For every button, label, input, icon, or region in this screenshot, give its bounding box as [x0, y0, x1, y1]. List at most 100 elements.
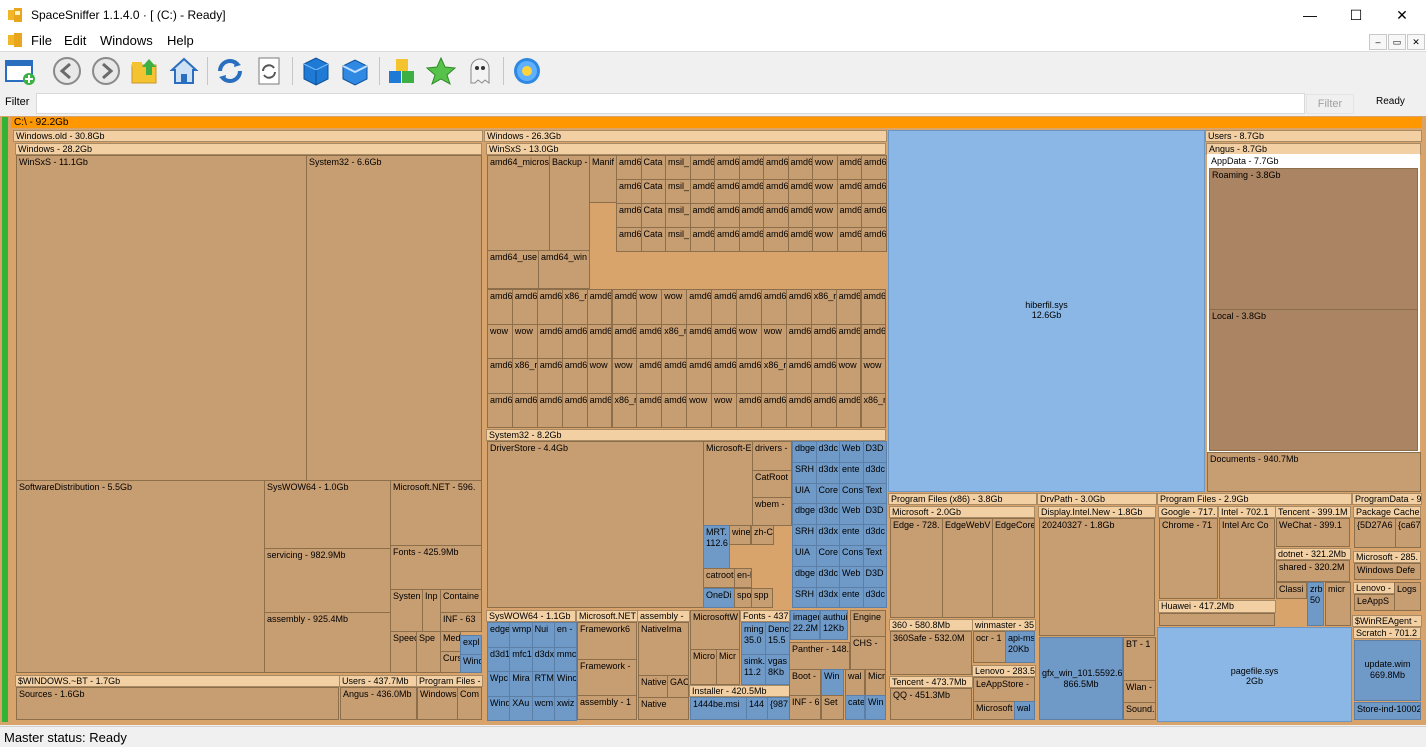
winsxs-component[interactable]: amd6: [536, 323, 563, 359]
winsxs-component[interactable]: Cata: [640, 227, 666, 252]
syswow64-file[interactable]: RTM: [531, 671, 555, 697]
wechat-block[interactable]: WeChat - 399.1: [1276, 518, 1350, 547]
cursors-block[interactable]: Curs: [440, 651, 461, 673]
winsxs-component[interactable]: amd6: [686, 323, 713, 359]
windows-header[interactable]: Windows - 26.3Gb: [484, 130, 887, 142]
pf-common-block[interactable]: Com: [457, 687, 482, 720]
package-guid1-block[interactable]: {5D27A6: [1354, 518, 1396, 548]
system32-file[interactable]: d3dc: [862, 524, 887, 546]
blue-cube-open-icon[interactable]: [339, 55, 371, 87]
winsxs-component[interactable]: amd6: [861, 155, 887, 180]
syswow64-file[interactable]: mmc: [553, 646, 578, 672]
system32-file[interactable]: Text: [862, 545, 887, 567]
winsxs-amd64-user-block[interactable]: amd64_use: [487, 250, 539, 289]
winsxs-component[interactable]: amd6: [611, 323, 638, 359]
roaming-block[interactable]: Roaming - 3.8Gb: [1209, 168, 1418, 310]
system32-old-block[interactable]: System32 - 6.6Gb: [306, 155, 482, 481]
winsxs-component[interactable]: amd6: [738, 227, 764, 252]
winsxs-component[interactable]: amd6: [586, 289, 613, 325]
winsxs-component[interactable]: amd6: [763, 179, 789, 204]
microsoft-pd-header[interactable]: Microsoft - 285.: [1353, 551, 1421, 563]
wbem-block[interactable]: wbem -: [752, 497, 792, 526]
syswow64-old-block[interactable]: SysWOW64 - 1.0Gb: [264, 480, 391, 549]
edgewebview-block[interactable]: EdgeWebV: [942, 518, 993, 618]
winsxs-component[interactable]: amd6: [611, 289, 638, 325]
winsxs-component[interactable]: x86_r: [611, 392, 638, 428]
winsxs-component[interactable]: amd6: [860, 323, 887, 359]
menu-file[interactable]: File: [31, 33, 52, 48]
winsxs-component[interactable]: amd6: [711, 289, 737, 325]
programdata-header[interactable]: ProgramData - 9: [1352, 493, 1422, 505]
system32-file[interactable]: dbge: [792, 441, 817, 463]
edge86-block[interactable]: Edge - 728.: [890, 518, 943, 618]
winsxs-component[interactable]: wow: [586, 358, 613, 394]
syswow64-file[interactable]: XAu: [509, 695, 533, 721]
forward-icon[interactable]: [90, 55, 122, 87]
syswow64-file[interactable]: d3dx: [531, 646, 555, 672]
installer-header[interactable]: Installer - 420.5Mb: [689, 685, 790, 697]
winsxs-component[interactable]: amd6: [711, 323, 737, 359]
system32-file[interactable]: SRH: [792, 586, 817, 609]
inp-folder-block[interactable]: Inp: [422, 589, 441, 632]
winsxs-component[interactable]: wow: [860, 358, 887, 394]
gac-block[interactable]: GAC: [667, 675, 689, 698]
winsxs-component[interactable]: amd6: [616, 155, 642, 180]
winsxs-component[interactable]: amd6: [689, 179, 715, 204]
framework64-block[interactable]: Framework6: [577, 622, 637, 660]
winsxs-component[interactable]: amd6: [810, 323, 837, 359]
winsxs-component[interactable]: amd6: [711, 358, 737, 394]
syswow64-file[interactable]: xwiz: [553, 695, 578, 721]
windows-defender-block[interactable]: Windows Defe: [1354, 563, 1421, 580]
syswow64-file[interactable]: en -: [553, 622, 578, 648]
winsxs-component[interactable]: amd6: [636, 358, 663, 394]
display-intel-header[interactable]: Display.Intel.New - 1.8Gb: [1038, 506, 1156, 518]
winsxs-component[interactable]: amd6: [835, 323, 862, 359]
up-folder-icon[interactable]: [129, 55, 161, 87]
winsxs-component[interactable]: amd6: [785, 323, 812, 359]
minimize-button[interactable]: —: [1303, 7, 1317, 23]
winsxs-component[interactable]: amd6: [586, 392, 613, 428]
winsxs-component[interactable]: amd6: [836, 227, 862, 252]
inf-old-block[interactable]: INF - 63: [440, 612, 482, 632]
dotnet-header[interactable]: dotnet - 321.2Mb: [1275, 548, 1351, 560]
system32-file[interactable]: Web: [839, 503, 864, 526]
gfx-driver-file[interactable]: gfx_win_101.5592.6 866.5Mb: [1039, 637, 1123, 720]
winsxs-component[interactable]: amd6: [689, 155, 715, 180]
system32-file[interactable]: Cons: [839, 482, 864, 505]
winsxs-component[interactable]: wow: [611, 358, 638, 394]
winsxs-component[interactable]: amd6: [787, 227, 813, 252]
google-header[interactable]: Google - 717.: [1158, 506, 1218, 518]
winsxs-component[interactable]: amd6: [787, 203, 813, 228]
winsxs-component[interactable]: amd6: [760, 392, 787, 428]
d20240327-block[interactable]: 20240327 - 1.8Gb: [1039, 518, 1155, 636]
speech-block[interactable]: Speec: [390, 631, 417, 673]
winsxs-backup-block[interactable]: Backup -: [549, 155, 590, 251]
wlan-block[interactable]: Wlan -: [1123, 680, 1156, 703]
huawei-block[interactable]: [1159, 613, 1275, 626]
wal-block[interactable]: wal: [845, 669, 865, 696]
intel-arc-block[interactable]: Intel Arc Co: [1219, 518, 1275, 599]
chrome-block[interactable]: Chrome - 71: [1159, 518, 1218, 599]
program-files-header[interactable]: Program Files - 2.9Gb: [1157, 493, 1352, 505]
refresh-icon[interactable]: [214, 55, 246, 87]
microsoft-net-header[interactable]: Microsoft.NET: [576, 610, 638, 622]
drivers-block[interactable]: drivers -: [752, 441, 792, 471]
windows-bt-header[interactable]: $WINDOWS.~BT - 1.7Gb: [15, 675, 340, 687]
syswow64-file[interactable]: Winc: [553, 671, 578, 697]
winsxs-component[interactable]: amd6: [661, 392, 688, 428]
inf-block[interactable]: INF - 6: [789, 695, 821, 720]
native2-block[interactable]: Native: [638, 697, 689, 720]
winsxs-component[interactable]: amd6: [785, 289, 812, 325]
setup-block[interactable]: Set: [821, 695, 844, 720]
winsxs-component[interactable]: amd6: [810, 392, 837, 428]
syswow64-file[interactable]: Wind: [487, 695, 511, 721]
fonts-header[interactable]: Fonts - 437: [740, 610, 790, 622]
system32-file[interactable]: ente: [839, 524, 864, 546]
winsxs-component[interactable]: amd6: [861, 203, 887, 228]
winsxs-component[interactable]: amd6: [835, 289, 862, 325]
360-header[interactable]: 360 - 580.8Mb: [889, 619, 973, 631]
zrb-file[interactable]: zrb 50: [1307, 582, 1324, 626]
intel-header[interactable]: Intel - 702.1: [1218, 506, 1276, 518]
program-files-old-header[interactable]: Program Files -: [416, 675, 483, 687]
winsxs-component[interactable]: amd6: [561, 358, 588, 394]
